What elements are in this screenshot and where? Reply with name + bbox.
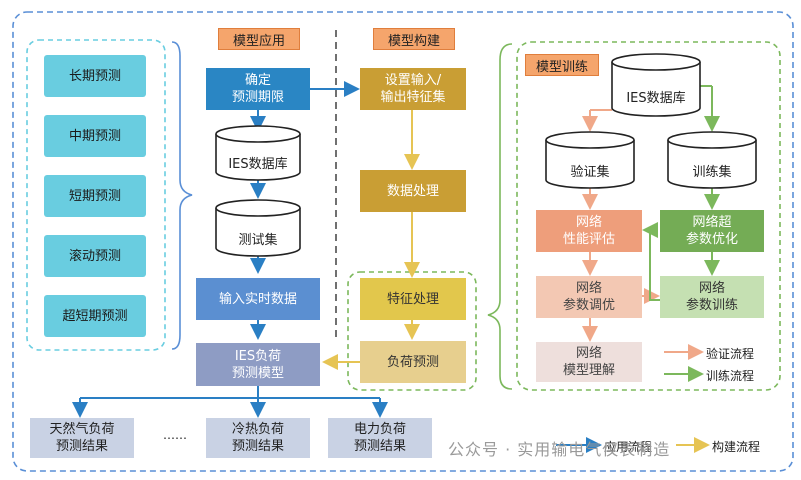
gas-load-result-box: 天然气负荷 预测结果 [30, 418, 134, 458]
test-set-cylinder [215, 199, 301, 257]
determine-horizon-box: 确定 预测期限 [206, 68, 310, 110]
legend-validation-label: 验证流程 [706, 347, 755, 361]
feature-processing-box: 特征处理 [360, 278, 466, 320]
io-features-box: 设置输入/ 输出特征集 [360, 68, 466, 110]
validation-set-cylinder [545, 131, 635, 189]
results-ellipsis: …… [163, 428, 187, 442]
model-understanding-box: 网络 模型理解 [536, 342, 642, 382]
training-set-cylinder [667, 131, 757, 189]
construction-group-border [347, 271, 477, 391]
test-set-label: 测试集 [238, 233, 278, 248]
legend-construction-label: 构建流程 [712, 440, 761, 454]
forecast-model-box: IES负荷 预测模型 [196, 343, 320, 386]
power-load-result-box: 电力负荷 预测结果 [328, 418, 432, 458]
legend-training-label: 训练流程 [706, 369, 755, 383]
training-section-tag: 模型训练 [525, 54, 599, 76]
legend-application-label: 应用流程 [604, 440, 653, 454]
horizon-rolling: 滚动预测 [44, 235, 146, 277]
train-db-cylinder [611, 53, 701, 117]
param-tuning-box: 网络 参数调优 [536, 276, 642, 318]
performance-eval-box: 网络 性能评估 [536, 210, 642, 252]
application-section-tag: 模型应用 [218, 28, 300, 50]
hyperparam-opt-box: 网络超 参数优化 [660, 210, 764, 252]
validation-set-label: 验证集 [570, 165, 610, 180]
load-forecast-box: 负荷预测 [360, 341, 466, 383]
horizon-ultra-short-term: 超短期预测 [44, 295, 146, 337]
horizon-long-term: 长期预测 [44, 55, 146, 97]
data-processing-box: 数据处理 [360, 170, 466, 212]
watermark-text: 公众号 · 实用输电气仪表制造 [448, 440, 671, 459]
realtime-input-box: 输入实时数据 [196, 278, 320, 320]
app-db-cylinder [215, 125, 301, 181]
horizon-short-term: 短期预测 [44, 175, 146, 217]
horizon-group-border [26, 39, 166, 351]
app-db-label: IES数据库 [228, 157, 288, 172]
construction-section-tag: 模型构建 [373, 28, 455, 50]
horizon-medium-term: 中期预测 [44, 115, 146, 157]
outer-border [12, 11, 794, 472]
training-set-label: 训练集 [692, 165, 732, 180]
param-training-box: 网络 参数训练 [660, 276, 764, 318]
left-brace [171, 41, 193, 350]
heat-cold-load-result-box: 冷热负荷 预测结果 [206, 418, 310, 458]
right-brace [487, 43, 513, 390]
train-db-label: IES数据库 [626, 91, 686, 106]
training-group-border [516, 41, 781, 391]
